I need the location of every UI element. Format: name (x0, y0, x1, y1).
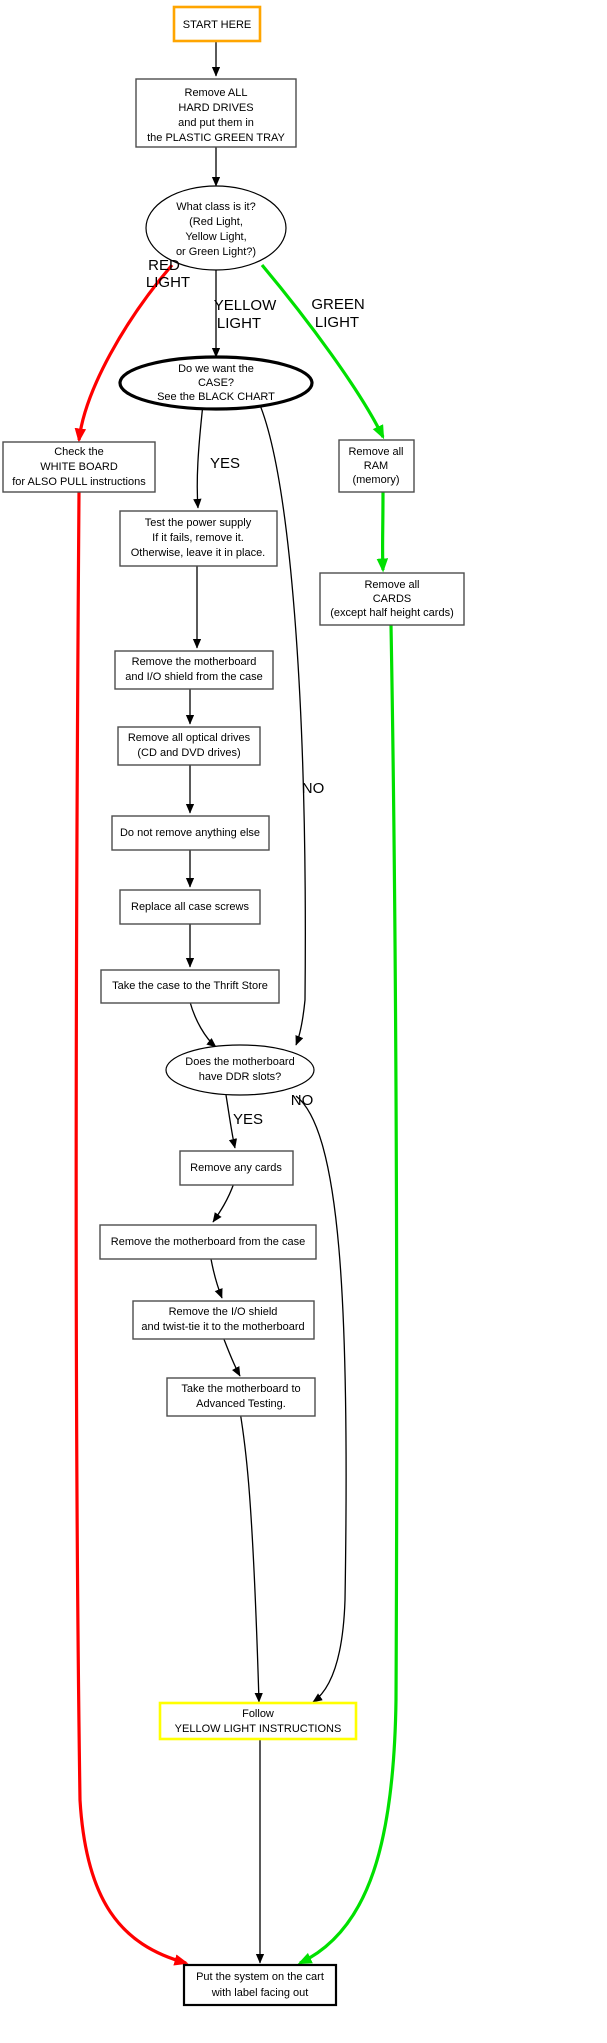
node-remove-hard-drives-line-0: Remove ALL (185, 87, 248, 99)
label-red-light-line-1: LIGHT (146, 274, 190, 291)
node-do-we-want-case-line-1: CASE? (198, 377, 234, 389)
node-remove-motherboard-case-line-0: Remove the motherboard from the case (111, 1236, 305, 1248)
node-remove-motherboard-case[interactable]: Remove the motherboard from the case (99, 1224, 317, 1260)
node-remove-hard-drives[interactable]: Remove ALL HARD DRIVES and put them in t… (135, 78, 297, 148)
node-remove-hard-drives-line-1: HARD DRIVES (178, 102, 253, 114)
node-start-here-line-0: START HERE (183, 19, 251, 31)
node-remove-motherboard-io-line-0: Remove the motherboard (132, 656, 257, 668)
node-what-class-line-2: Yellow Light, (185, 231, 246, 243)
label-green-light-line-0: GREEN (311, 296, 364, 313)
node-remove-hard-drives-line-3: the PLASTIC GREEN TRAY (147, 132, 285, 144)
node-remove-optical-drives[interactable]: Remove all optical drives (CD and DVD dr… (117, 726, 261, 766)
node-take-case-thrift-line-0: Take the case to the Thrift Store (112, 980, 268, 992)
edge-red-light (74, 263, 174, 443)
node-test-power-supply[interactable]: Test the power supply If it fails, remov… (119, 510, 278, 567)
label-green-light: GREEN LIGHT (311, 296, 364, 331)
node-replace-case-screws-line-0: Replace all case screws (131, 901, 249, 913)
node-test-power-supply-line-2: Otherwise, leave it in place. (131, 547, 266, 559)
node-remove-cards-green-line-1: CARDS (373, 593, 412, 605)
edge-mbcase-to-ioshield (210, 1258, 223, 1299)
node-advanced-testing-line-1: Advanced Testing. (196, 1398, 286, 1410)
node-ddr-slots-line-1: have DDR slots? (199, 1071, 282, 1083)
node-do-we-want-case-line-0: Do we want the (178, 363, 254, 375)
node-ddr-slots[interactable]: Does the motherboard have DDR slots? (165, 1044, 315, 1096)
node-test-power-supply-line-1: If it fails, remove it. (152, 532, 244, 544)
node-check-whiteboard-line-0: Check the (54, 446, 104, 458)
node-remove-hard-drives-line-2: and put them in (178, 117, 254, 129)
node-ddr-slots-line-0: Does the motherboard (185, 1056, 294, 1068)
node-put-system-on-cart[interactable]: Put the system on the cart with label fa… (182, 1963, 338, 2007)
edge-ioshield-to-advanced (221, 1333, 241, 1377)
node-remove-optical-drives-line-1: (CD and DVD drives) (137, 747, 240, 759)
edge-cards-to-mbcase (212, 1182, 235, 1223)
edge-green-to-cart (297, 624, 399, 1965)
node-remove-ram[interactable]: Remove all RAM (memory) (338, 439, 415, 493)
edge-green-light (260, 263, 385, 440)
edge-advanced-to-follow (239, 1410, 263, 1703)
node-check-whiteboard-line-2: for ALSO PULL instructions (12, 476, 146, 488)
edge-case-yes (193, 403, 204, 509)
label-case-no: NO (302, 780, 325, 797)
edge-thrift-to-ddr (189, 1001, 217, 1048)
edge-ddr-yes (225, 1094, 238, 1149)
node-put-system-on-cart-line-1: with label facing out (211, 1987, 309, 1999)
node-remove-ram-line-1: RAM (364, 460, 388, 472)
node-do-we-want-case-line-2: See the BLACK CHART (157, 391, 275, 403)
node-what-class-line-0: What class is it? (176, 201, 255, 213)
node-what-class-line-3: or Green Light?) (176, 246, 256, 258)
node-remove-io-shield[interactable]: Remove the I/O shield and twist-tie it t… (132, 1300, 315, 1340)
node-do-not-remove-anything[interactable]: Do not remove anything else (111, 815, 270, 851)
node-start-here[interactable]: START HERE (172, 5, 262, 43)
node-check-whiteboard[interactable]: Check the WHITE BOARD for ALSO PULL inst… (2, 441, 156, 493)
node-advanced-testing[interactable]: Take the motherboard to Advanced Testing… (166, 1377, 316, 1417)
label-case-yes: YES (210, 455, 240, 472)
node-do-not-remove-anything-line-0: Do not remove anything else (120, 827, 260, 839)
edge-case-no (256, 397, 306, 1046)
node-follow-yellow-instructions-line-0: Follow (242, 1708, 274, 1720)
node-remove-cards-green[interactable]: Remove all CARDS (except half height car… (319, 572, 465, 626)
node-remove-cards-green-line-2: (except half height cards) (330, 607, 454, 619)
node-what-class[interactable]: What class is it? (Red Light, Yellow Lig… (145, 185, 287, 271)
edge-ddr-no (295, 1095, 347, 1703)
label-yellow-light: YELLOW LIGHT (214, 297, 277, 332)
node-replace-case-screws[interactable]: Replace all case screws (119, 889, 261, 925)
node-remove-any-cards[interactable]: Remove any cards (179, 1150, 294, 1186)
node-put-system-on-cart-line-0: Put the system on the cart (196, 1971, 324, 1983)
node-check-whiteboard-line-1: WHITE BOARD (40, 461, 118, 473)
node-remove-ram-line-0: Remove all (348, 446, 403, 458)
node-remove-io-shield-line-0: Remove the I/O shield (169, 1306, 278, 1318)
label-red-light: RED LIGHT (146, 257, 190, 291)
node-remove-motherboard-io[interactable]: Remove the motherboard and I/O shield fr… (114, 650, 274, 690)
node-follow-yellow-instructions-line-1: YELLOW LIGHT INSTRUCTIONS (175, 1723, 342, 1735)
label-ddr-yes: YES (233, 1111, 263, 1128)
label-yellow-light-line-0: YELLOW (214, 297, 277, 314)
node-remove-motherboard-io-line-1: and I/O shield from the case (125, 671, 263, 683)
node-remove-any-cards-line-0: Remove any cards (190, 1162, 282, 1174)
label-red-light-line-0: RED (148, 257, 180, 274)
edge-red-to-cart (74, 491, 189, 1966)
node-remove-optical-drives-line-0: Remove all optical drives (128, 732, 251, 744)
node-follow-yellow-instructions[interactable]: Follow YELLOW LIGHT INSTRUCTIONS (158, 1701, 358, 1741)
label-green-light-line-1: LIGHT (315, 314, 359, 331)
node-remove-io-shield-line-1: and twist-tie it to the motherboard (141, 1321, 304, 1333)
node-do-we-want-case[interactable]: Do we want the CASE? See the BLACK CHART (118, 355, 314, 411)
node-remove-cards-green-line-0: Remove all (364, 579, 419, 591)
label-yellow-light-line-1: LIGHT (217, 315, 261, 332)
label-ddr-no: NO (291, 1092, 314, 1109)
node-test-power-supply-line-0: Test the power supply (145, 517, 252, 529)
node-what-class-line-1: (Red Light, (189, 216, 243, 228)
node-remove-ram-line-2: (memory) (352, 474, 399, 486)
node-advanced-testing-line-0: Take the motherboard to (181, 1383, 300, 1395)
node-take-case-thrift[interactable]: Take the case to the Thrift Store (100, 969, 280, 1004)
